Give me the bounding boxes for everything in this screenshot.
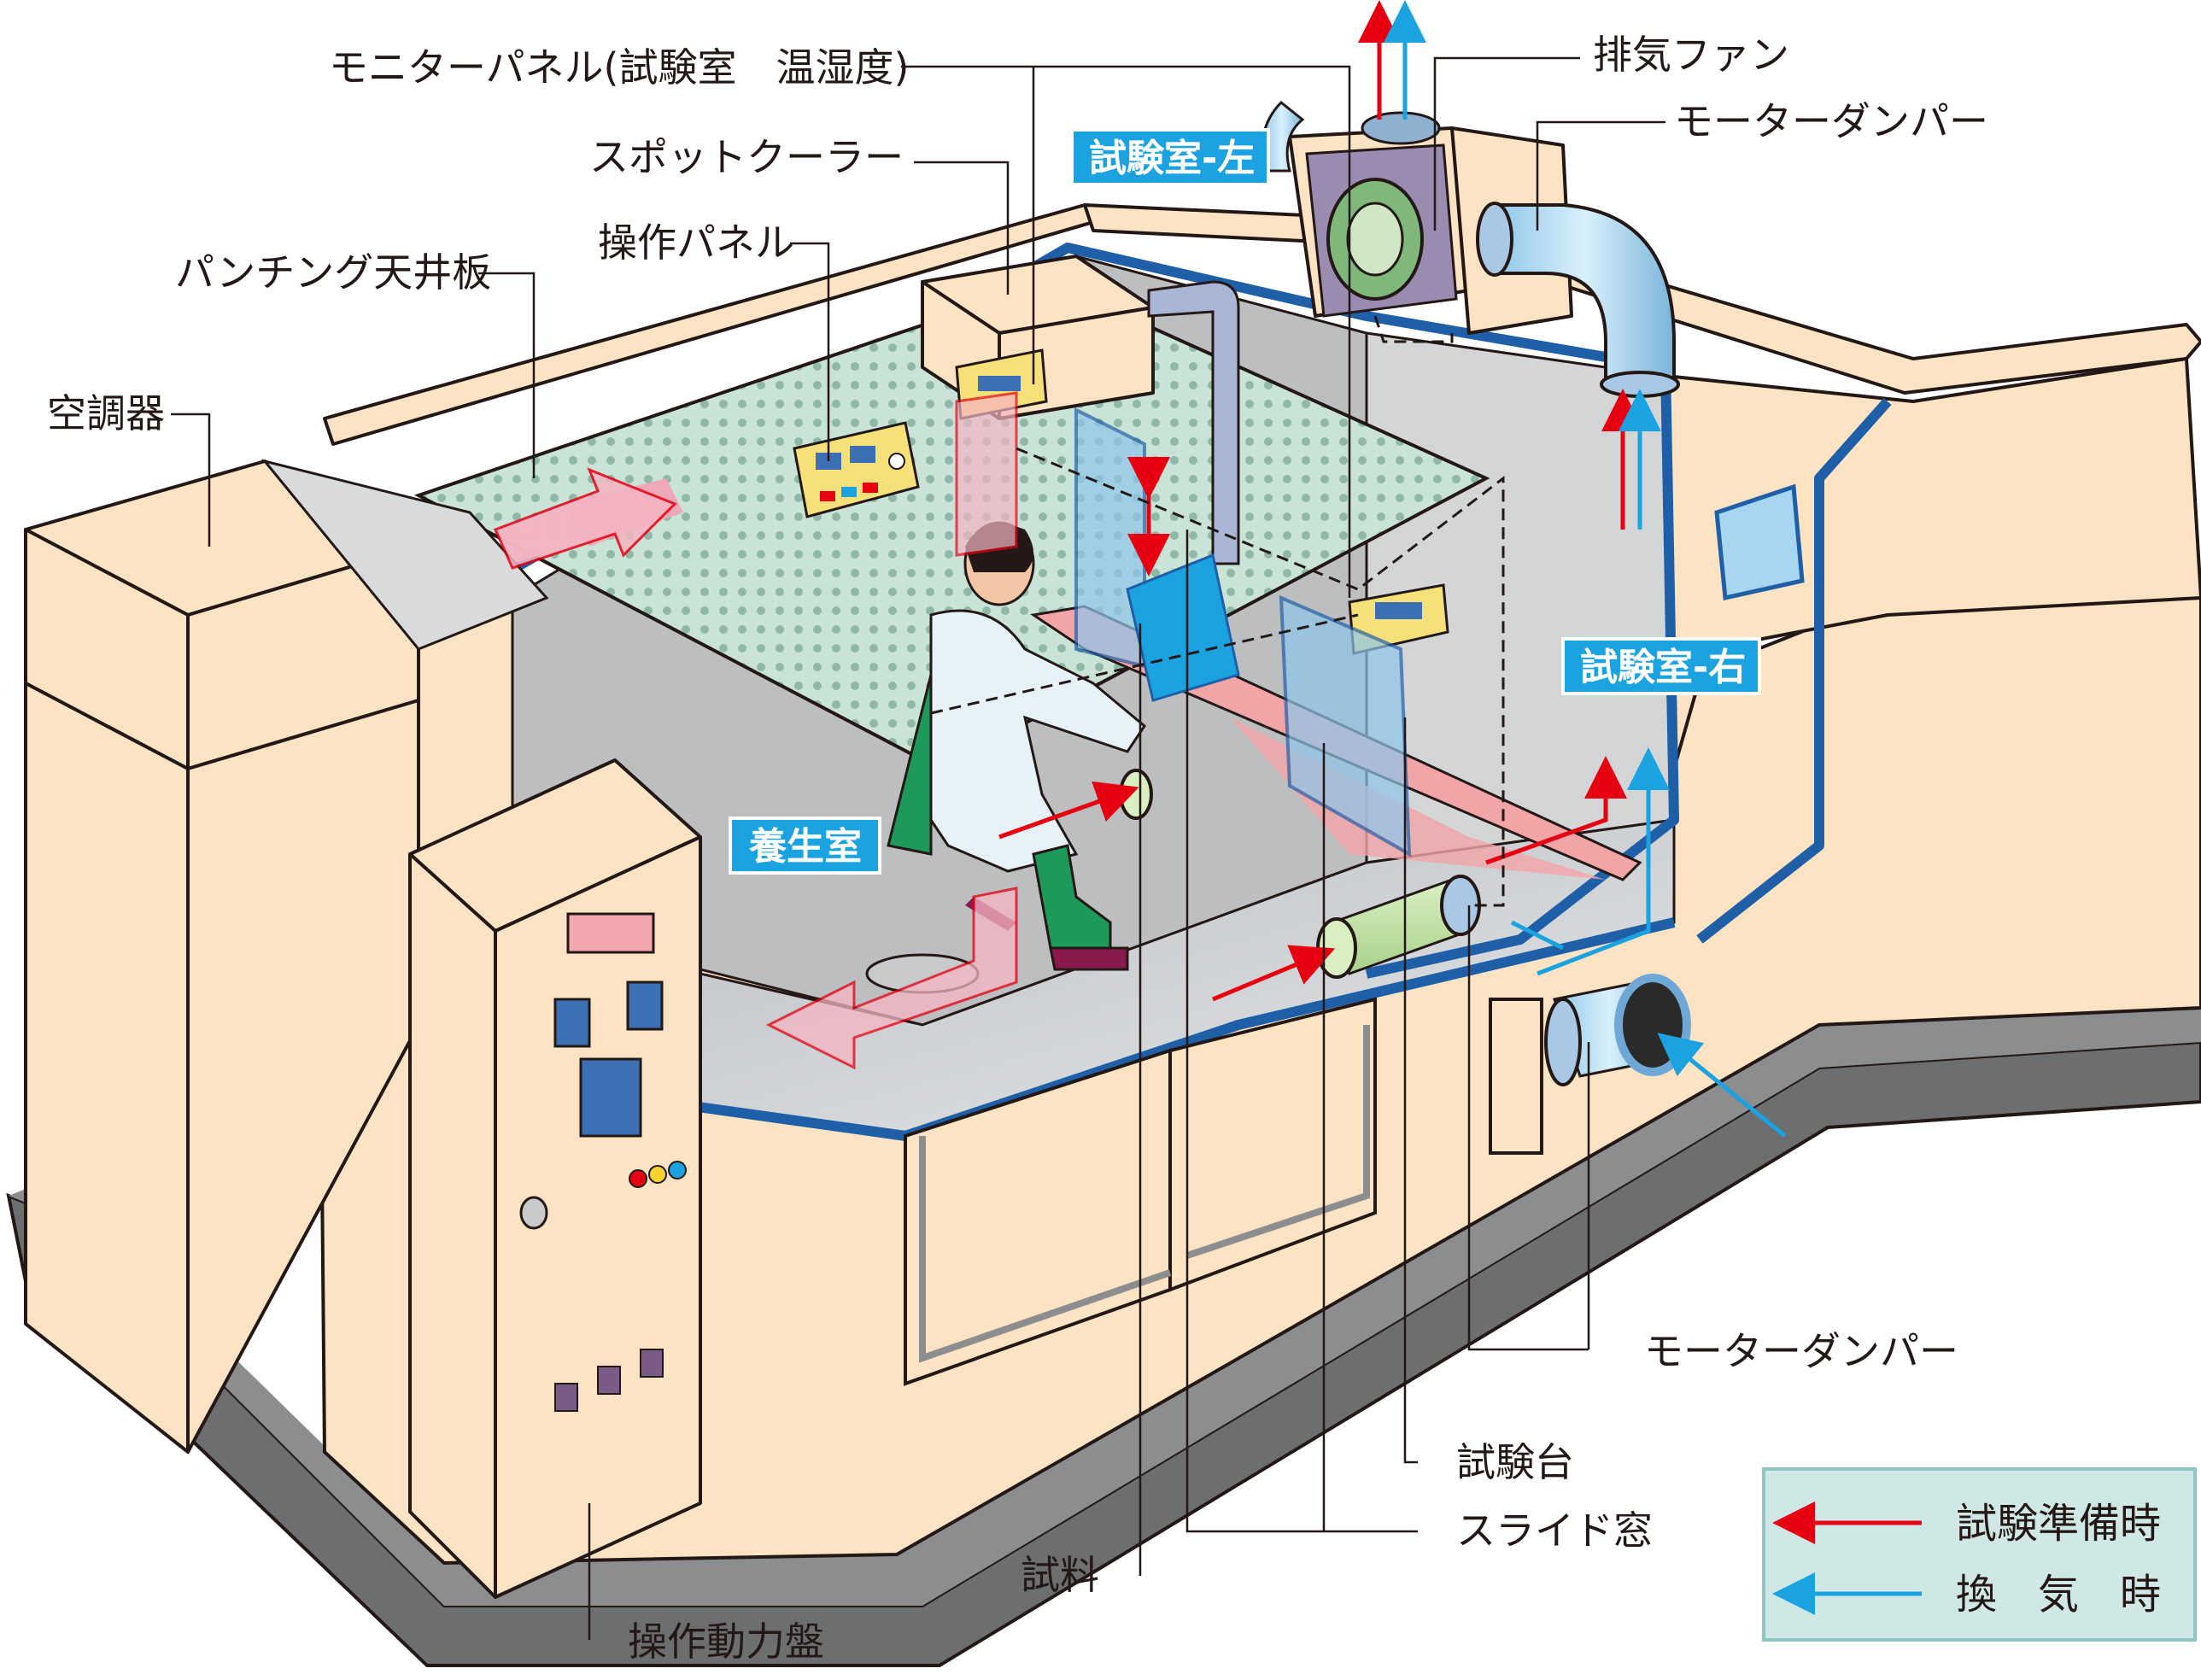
exhaust-fan-label: 排気ファン [1593,32,1789,78]
punching-ceiling-label: パンチング天井板 [175,249,491,296]
flow-arrows [998,0,1787,1138]
power-panel-label: 操作動力盤 [628,1619,824,1665]
dashed-guides [930,315,1505,907]
legend: 試験準備時 換 気 時 [1762,1467,2197,1642]
slide-window-label: スライド窓 [1456,1507,1653,1554]
test-table-label: 試験台 [1456,1439,1574,1485]
motor-damper-top-label: モーターダンパー [1674,98,1988,144]
base-slab [6,1008,2201,1667]
svg-text:試験室-左: 試験室-左 [1089,137,1255,180]
monitor-panel-label: モニターパネル(試験室 温湿度) [329,44,909,91]
room-tag-right: 試験室-右 [1561,637,1761,695]
svg-text:試験室-右: 試験室-右 [1580,646,1746,689]
sample-label: 試料 [1021,1552,1099,1598]
legend-ventilation: 換 気 時 [1956,1571,2161,1619]
svg-text:養生室: 養生室 [748,825,862,869]
spot-cooler-label: スポットクーラー [589,134,904,180]
motor-damper-bottom-label: モーターダンパー [1644,1328,1958,1374]
air-conditioner-unit [24,459,549,1454]
room-tag-left: 試験室-左 [1070,128,1270,186]
airflow-arrow-icon [493,391,1018,1070]
exhaust-fan-unit [1261,100,1680,398]
power-control-panel [408,758,702,1599]
operation-panel-label: 操作パネル [598,220,794,266]
test-table [1030,407,1642,881]
room-tag-curing: 養生室 [729,817,881,875]
legend-test-prep: 試験準備時 [1956,1500,2161,1548]
leader-lines [171,56,1665,1640]
air-conditioner-label: 空調器 [47,390,165,436]
